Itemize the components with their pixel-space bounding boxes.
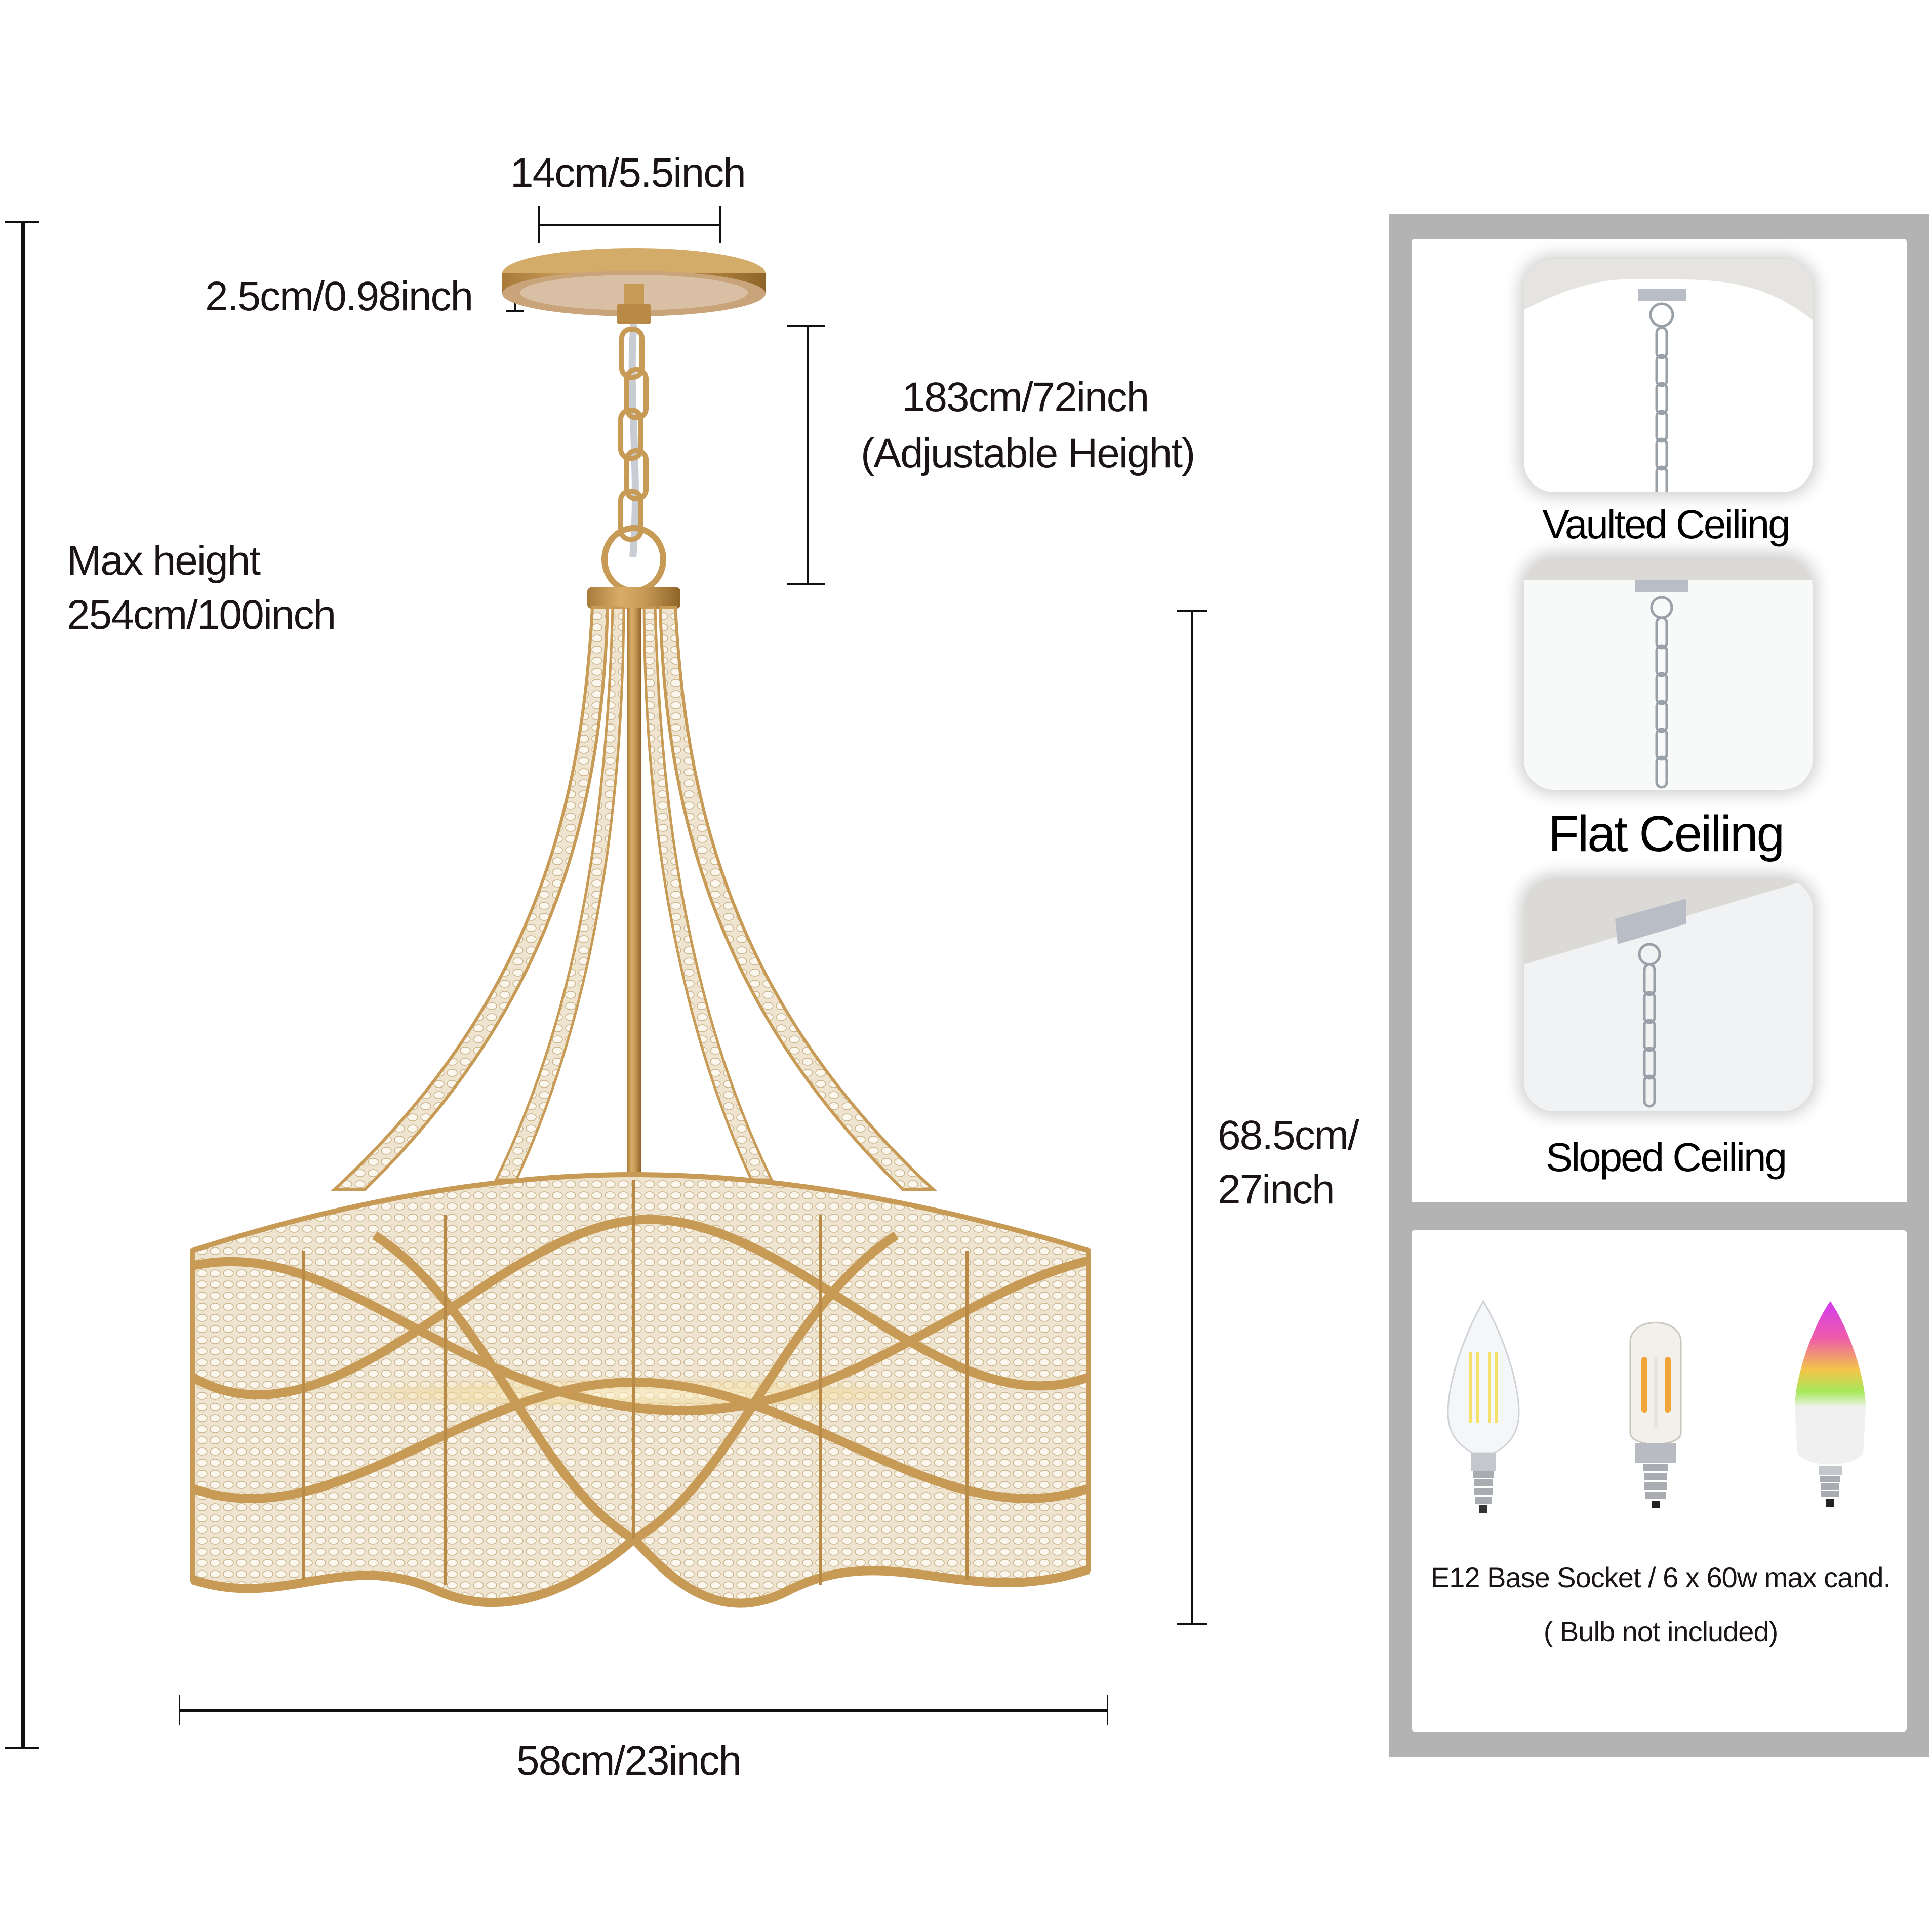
canopy-height-label: 2.5cm/0.98inch (205, 273, 473, 319)
candle-filament-bulb-icon (1447, 1299, 1520, 1513)
tubular-filament-bulb-icon (1629, 1322, 1682, 1508)
bulb-not-included-note: ( Bulb not included) (1543, 1616, 1779, 1647)
flat-ceiling-tile (1524, 557, 1813, 790)
body-height-label: 68.5cm/ 27inch (1218, 1109, 1359, 1217)
vaulted-ceiling-caption: Vaulted Ceiling (1542, 502, 1790, 547)
beaded-arms (330, 606, 938, 1215)
crystal-drum (190, 1172, 1091, 1608)
chain-length-label: 183cm/72inch (Adjustable Height) (861, 370, 1195, 481)
sloped-ceiling-caption: Sloped Ceiling (1546, 1135, 1787, 1180)
chain-length-value: 183cm/72inch (902, 374, 1150, 420)
flat-ceiling-caption: Flat Ceiling (1548, 806, 1785, 862)
max-height-label: Max height 254cm/100inch (67, 534, 336, 642)
body-height-inch: 27inch (1218, 1166, 1335, 1213)
body-width-label: 58cm/23inch (516, 1738, 742, 1784)
sloped-ceiling-tile (1524, 878, 1813, 1111)
canopy-width-label: 14cm/5.5inch (510, 150, 746, 196)
chandelier-illustration (190, 248, 1091, 1608)
max-height-title: Max height (67, 538, 261, 584)
max-height-value: 254cm/100inch (67, 591, 336, 638)
body-height-value: 68.5cm/ (1218, 1112, 1359, 1158)
chain (601, 324, 666, 594)
chain-length-note: (Adjustable Height) (861, 430, 1195, 476)
bulb-spec-text: E12 Base Socket / 6 x 60w max cand. (1430, 1561, 1891, 1593)
vaulted-ceiling-tile (1524, 259, 1813, 492)
top-cap (587, 587, 680, 609)
sloped-ceiling-icon (1524, 878, 1813, 1111)
vaulted-ceiling-icon (1524, 259, 1813, 492)
rgb-smart-bulb-icon (1795, 1301, 1866, 1507)
canopy (502, 248, 766, 324)
flat-ceiling-icon (1524, 557, 1813, 790)
